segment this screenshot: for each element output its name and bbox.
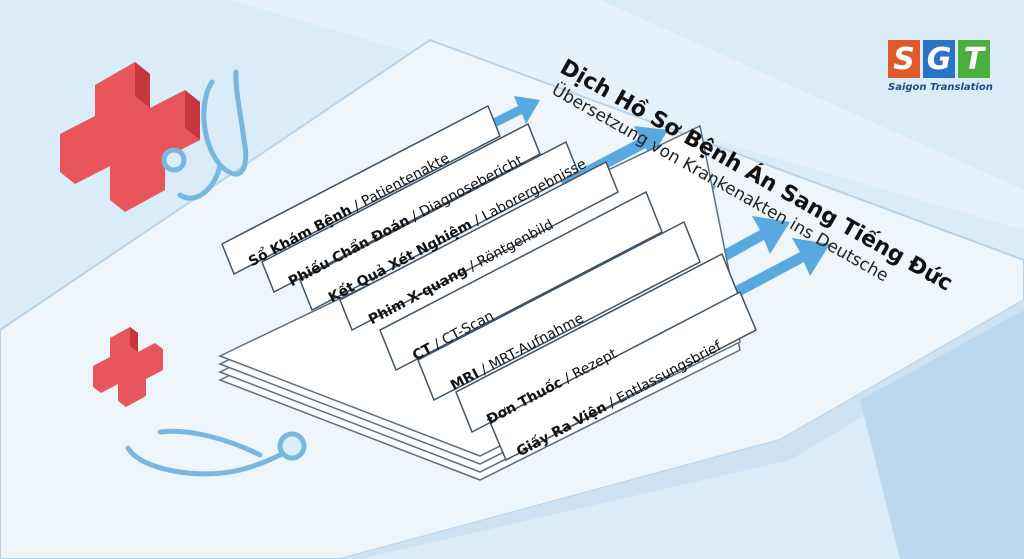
document-sheets	[221, 104, 757, 462]
logo-letter-g: G	[923, 40, 955, 78]
logo-letter-t: T	[958, 40, 990, 78]
red-cross-small-icon	[93, 327, 163, 407]
stethoscope-bottom-icon	[125, 428, 307, 477]
logo-letter-s: S	[888, 40, 920, 78]
red-cross-icon	[60, 62, 200, 212]
stethoscope-icon	[161, 69, 249, 201]
table-leg	[860, 310, 1024, 559]
logo-tagline: Saigon Translation	[888, 82, 993, 93]
logo-letters: S G T	[888, 40, 998, 78]
brand-logo: S G T Saigon Translation	[888, 40, 998, 112]
